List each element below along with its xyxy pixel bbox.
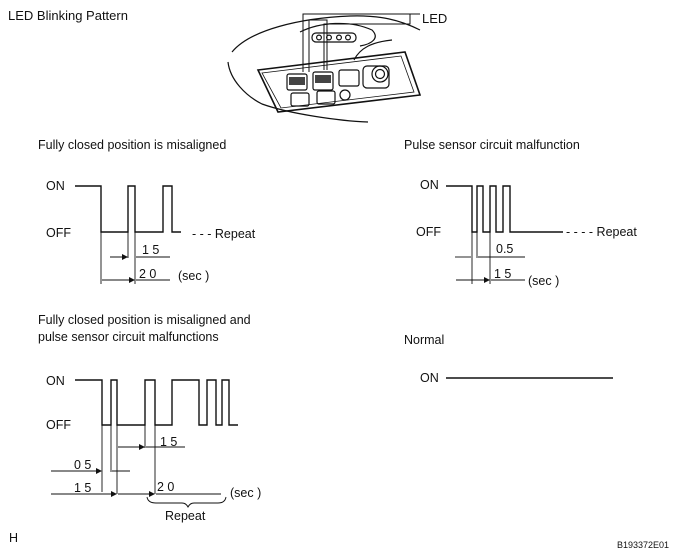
diagram2-waveform xyxy=(446,185,563,233)
door-handle xyxy=(299,22,376,47)
switch-button-3 xyxy=(338,69,360,87)
diagram3-title-line1: Fully closed position is misaligned and xyxy=(38,313,251,327)
led-leader-line xyxy=(302,13,420,72)
diagram1-off-label: OFF xyxy=(46,226,71,240)
switch-button-2 xyxy=(312,71,334,91)
diagram2-dimensions xyxy=(455,232,525,284)
diagram3-dim-b: 1 5 xyxy=(160,435,178,449)
door-outline-top xyxy=(231,15,421,53)
switch-button-5 xyxy=(316,90,336,105)
diagram1-dimensions xyxy=(100,232,170,284)
diagram3-unit: (sec ) xyxy=(230,486,262,500)
diagram2-repeat-label: - - - - Repeat xyxy=(566,225,637,239)
window-switch-illustration xyxy=(227,13,422,123)
led-indicator xyxy=(311,32,357,43)
diagram2-off-label: OFF xyxy=(416,225,441,239)
diagram1-waveform xyxy=(75,185,181,233)
diagram3-repeat-label: Repeat xyxy=(165,509,206,523)
diagram3-dim-a: 0 5 xyxy=(74,458,92,472)
door-curve xyxy=(353,39,393,61)
diagram2-dim-short: 0.5 xyxy=(496,242,514,256)
diagram3-off-label: OFF xyxy=(46,418,71,432)
diagram3-waveform xyxy=(75,379,238,426)
switch-button-1 xyxy=(286,73,308,91)
led-dot-3 xyxy=(336,34,343,41)
diagram3-dim-d: 2 0 xyxy=(157,480,175,494)
diagram1-on-label: ON xyxy=(46,179,65,193)
switch-panel xyxy=(256,51,422,113)
switch-button-4 xyxy=(290,92,310,107)
diagram2-on-label: ON xyxy=(420,178,439,192)
corner-mark: H xyxy=(9,531,19,545)
diagram2-title: Pulse sensor circuit malfunction xyxy=(404,138,580,152)
switch-panel-inner xyxy=(261,55,415,109)
diagram3-on-label: ON xyxy=(46,374,65,388)
mirror-switch xyxy=(362,65,390,89)
diagram4-title: Normal xyxy=(404,333,445,347)
led-label: LED xyxy=(422,11,448,26)
diagram3-title-line2: pulse sensor circuit malfunctions xyxy=(38,330,219,344)
diagram1-dim-short: 1 5 xyxy=(142,243,160,257)
diagram1-dim-long: 2 0 xyxy=(139,267,157,281)
page-title: LED Blinking Pattern xyxy=(8,8,128,23)
mirror-knob xyxy=(371,65,389,83)
diagram4-on-label: ON xyxy=(420,371,439,385)
diagram2-unit: (sec ) xyxy=(528,274,560,288)
diagram1-repeat-label: - - - Repeat xyxy=(192,227,256,241)
diagram3-dim-c: 1 5 xyxy=(74,481,92,495)
led-dot-4 xyxy=(345,34,352,41)
switch-knob-small xyxy=(339,89,351,101)
diagram2-dim-long: 1 5 xyxy=(494,267,512,281)
diagram1-unit: (sec ) xyxy=(178,269,210,283)
led-dot-1 xyxy=(316,34,323,41)
figure-id: B193372E01 xyxy=(617,540,670,550)
diagram3-dimensions xyxy=(51,425,227,509)
diagram1-title: Fully closed position is misaligned xyxy=(38,138,227,152)
door-outline-bottom xyxy=(227,61,369,123)
